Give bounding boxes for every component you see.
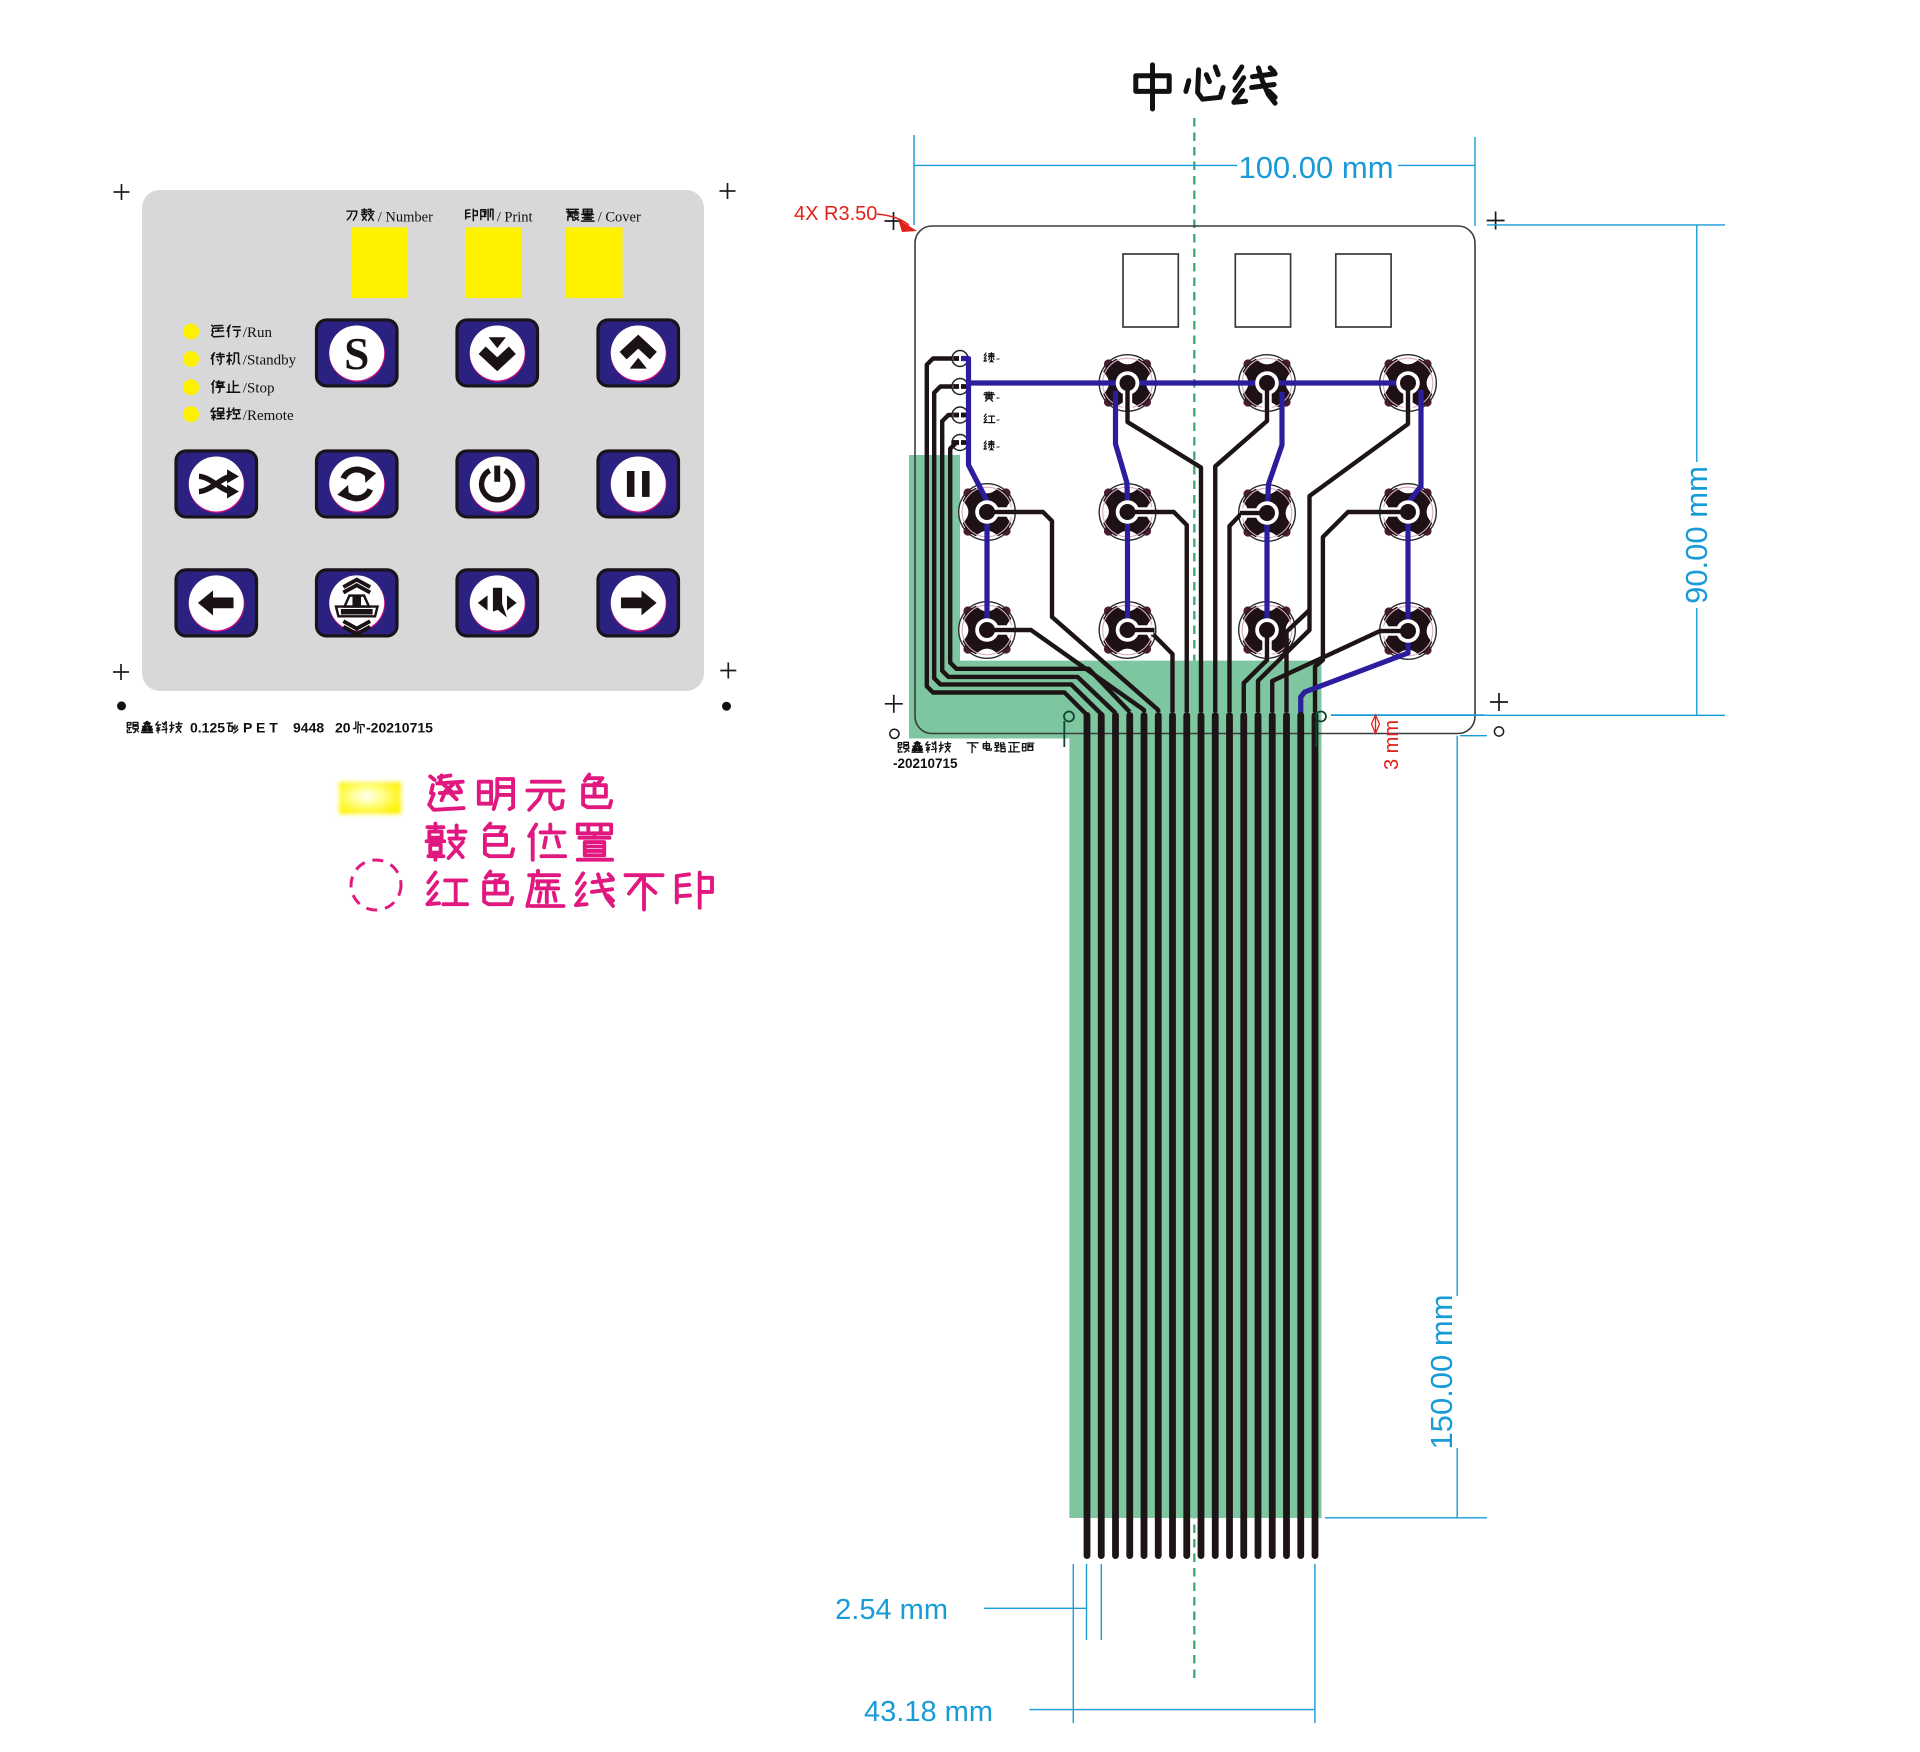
svg-text:0.125: 0.125 xyxy=(190,720,225,736)
svg-text:/Run: /Run xyxy=(243,325,273,341)
svg-text:-: - xyxy=(996,439,1000,453)
svg-text:-: - xyxy=(996,351,1000,365)
svg-text:90.00 mm: 90.00 mm xyxy=(1679,466,1714,604)
svg-text:-20210715: -20210715 xyxy=(893,756,958,771)
svg-text:100.00 mm: 100.00 mm xyxy=(1238,150,1393,185)
svg-text:3 mm: 3 mm xyxy=(1381,720,1403,770)
svg-text:20: 20 xyxy=(335,720,351,736)
svg-text:-20210715: -20210715 xyxy=(366,720,433,736)
svg-text:2.54 mm: 2.54 mm xyxy=(835,1594,948,1626)
svg-text:/ Number: / Number xyxy=(378,210,433,226)
svg-text:150.00 mm: 150.00 mm xyxy=(1424,1294,1459,1449)
svg-text:/Remote: /Remote xyxy=(243,408,294,424)
svg-text:4X R3.50: 4X R3.50 xyxy=(794,203,877,225)
svg-text:-: - xyxy=(996,390,1000,404)
svg-text:43.18 mm: 43.18 mm xyxy=(864,1696,993,1728)
svg-text:/ Cover: / Cover xyxy=(598,210,641,226)
svg-text:-: - xyxy=(996,412,1000,426)
svg-text:9448: 9448 xyxy=(293,720,324,736)
svg-text:/ Print: / Print xyxy=(497,210,533,226)
svg-text:/Stop: /Stop xyxy=(243,381,275,397)
svg-text:/Standby: /Standby xyxy=(243,353,297,369)
svg-text:S: S xyxy=(344,329,369,379)
svg-text:P E T: P E T xyxy=(243,720,278,736)
